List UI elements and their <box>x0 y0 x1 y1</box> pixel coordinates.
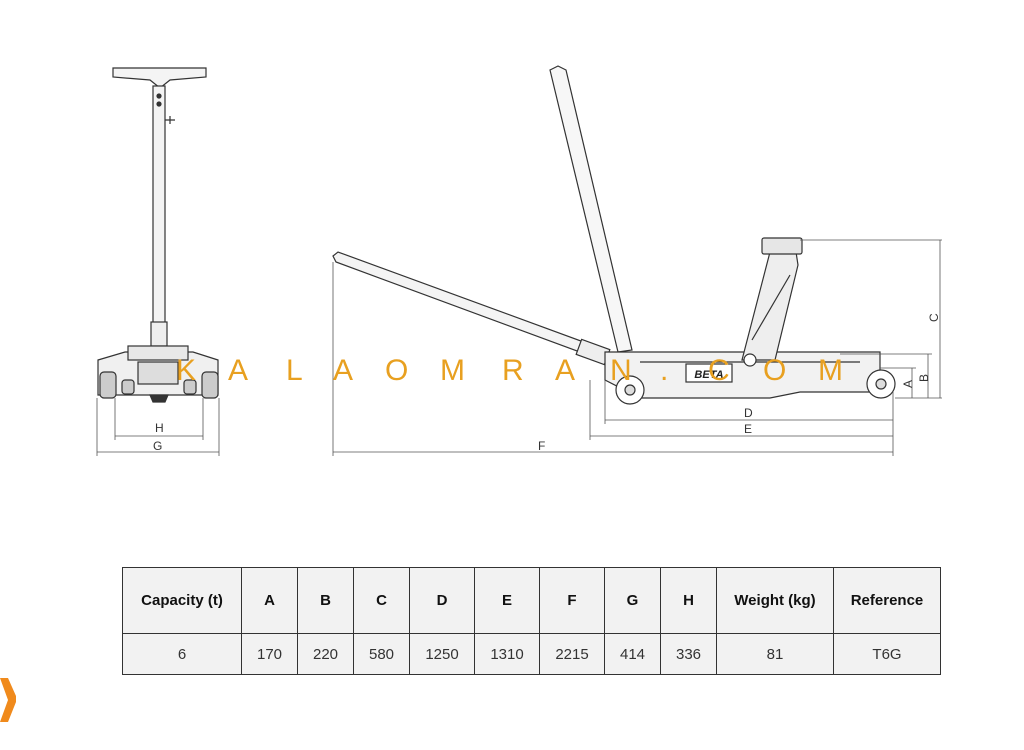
cell-g: 414 <box>604 633 661 675</box>
side-view <box>332 65 896 405</box>
table-row: 6 170 220 580 1250 1310 2215 414 336 81 … <box>122 633 941 675</box>
header-d: D <box>409 567 475 634</box>
jack-technical-drawing: BETA H G D E F C B A <box>96 65 942 456</box>
front-dimensions <box>96 398 220 456</box>
cell-a: 170 <box>241 633 298 675</box>
header-f: F <box>539 567 605 634</box>
corner-logo-icon <box>0 678 16 722</box>
cell-d: 1250 <box>409 633 475 675</box>
dim-label-h: H <box>155 421 164 435</box>
header-g: G <box>604 567 661 634</box>
header-c: C <box>353 567 410 634</box>
header-e: E <box>474 567 540 634</box>
header-reference: Reference <box>833 567 941 634</box>
dim-label-g: G <box>153 439 162 453</box>
header-a: A <box>241 567 298 634</box>
dim-label-a: A <box>901 380 915 388</box>
front-view <box>97 67 219 403</box>
dim-label-e: E <box>744 422 752 436</box>
dim-label-f: F <box>538 439 545 453</box>
header-capacity: Capacity (t) <box>122 567 242 634</box>
cell-e: 1310 <box>474 633 540 675</box>
spec-table: Capacity (t) A B C D E F G H Weight (kg)… <box>122 567 941 675</box>
dim-label-b: B <box>917 374 931 382</box>
header-h: H <box>660 567 717 634</box>
header-b: B <box>297 567 354 634</box>
header-weight: Weight (kg) <box>716 567 834 634</box>
dim-label-d: D <box>744 406 753 420</box>
dim-label-c: C <box>927 313 941 322</box>
spec-table-header-row: Capacity (t) A B C D E F G H Weight (kg)… <box>122 567 941 634</box>
cell-reference: T6G <box>833 633 941 675</box>
cell-f: 2215 <box>539 633 605 675</box>
brand-plate: BETA <box>694 369 723 381</box>
cell-capacity: 6 <box>122 633 242 675</box>
cell-weight: 81 <box>716 633 834 675</box>
side-dimensions <box>332 239 942 456</box>
cell-c: 580 <box>353 633 410 675</box>
cell-h: 336 <box>660 633 717 675</box>
cell-b: 220 <box>297 633 354 675</box>
